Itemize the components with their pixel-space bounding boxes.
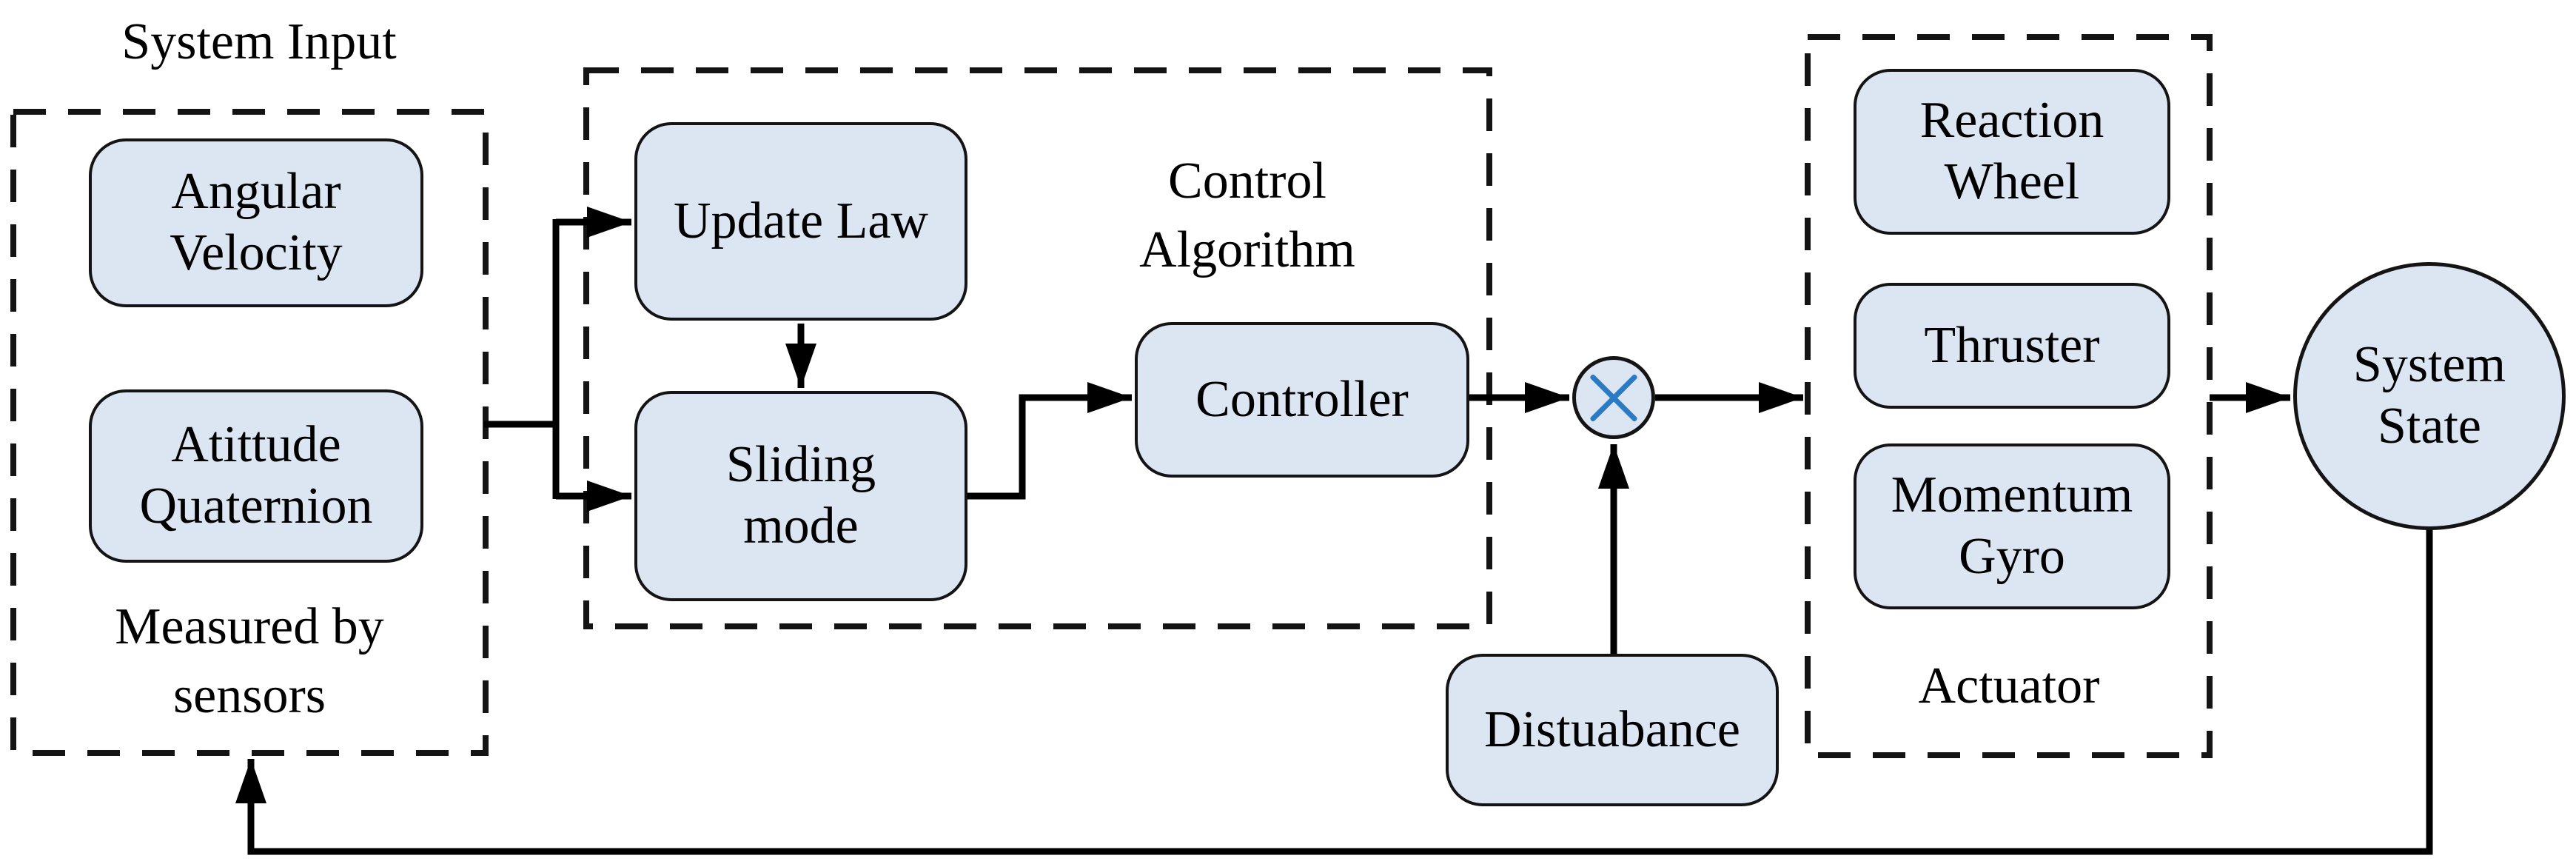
actuator-group-border [1805,34,2213,758]
update-law-block: Update Law [634,122,967,321]
measured-by-sensors-note: Measured by sensors [115,598,384,725]
wire-sliding-mode-to-controller [967,382,1132,500]
angular-velocity-block: Angular Velocity [89,138,423,307]
reaction-wheel-block: Reaction Wheel [1854,69,2170,235]
disturbance-block: Distuabance [1446,654,1779,806]
system-state-node: System State [2293,262,2566,530]
controller-block: Controller [1135,322,1469,478]
control-algorithm-group-border [583,67,1492,629]
actuator-group-title: Actuator [1918,657,2100,714]
multiply-junction-icon [1572,356,1655,439]
attitude-quaternion-block: Atittude Quaternion [89,389,423,563]
system-input-group-title: System Input [121,13,397,70]
momentum-gyro-block: Momentum Gyro [1854,443,2170,609]
thruster-block: Thruster [1854,283,2170,409]
wire-feedback-loop [235,529,2433,855]
control-algorithm-group-title: Control Algorithm [1139,153,1355,279]
system-input-group-border [10,109,489,756]
sliding-mode-block: Sliding mode [634,391,967,601]
